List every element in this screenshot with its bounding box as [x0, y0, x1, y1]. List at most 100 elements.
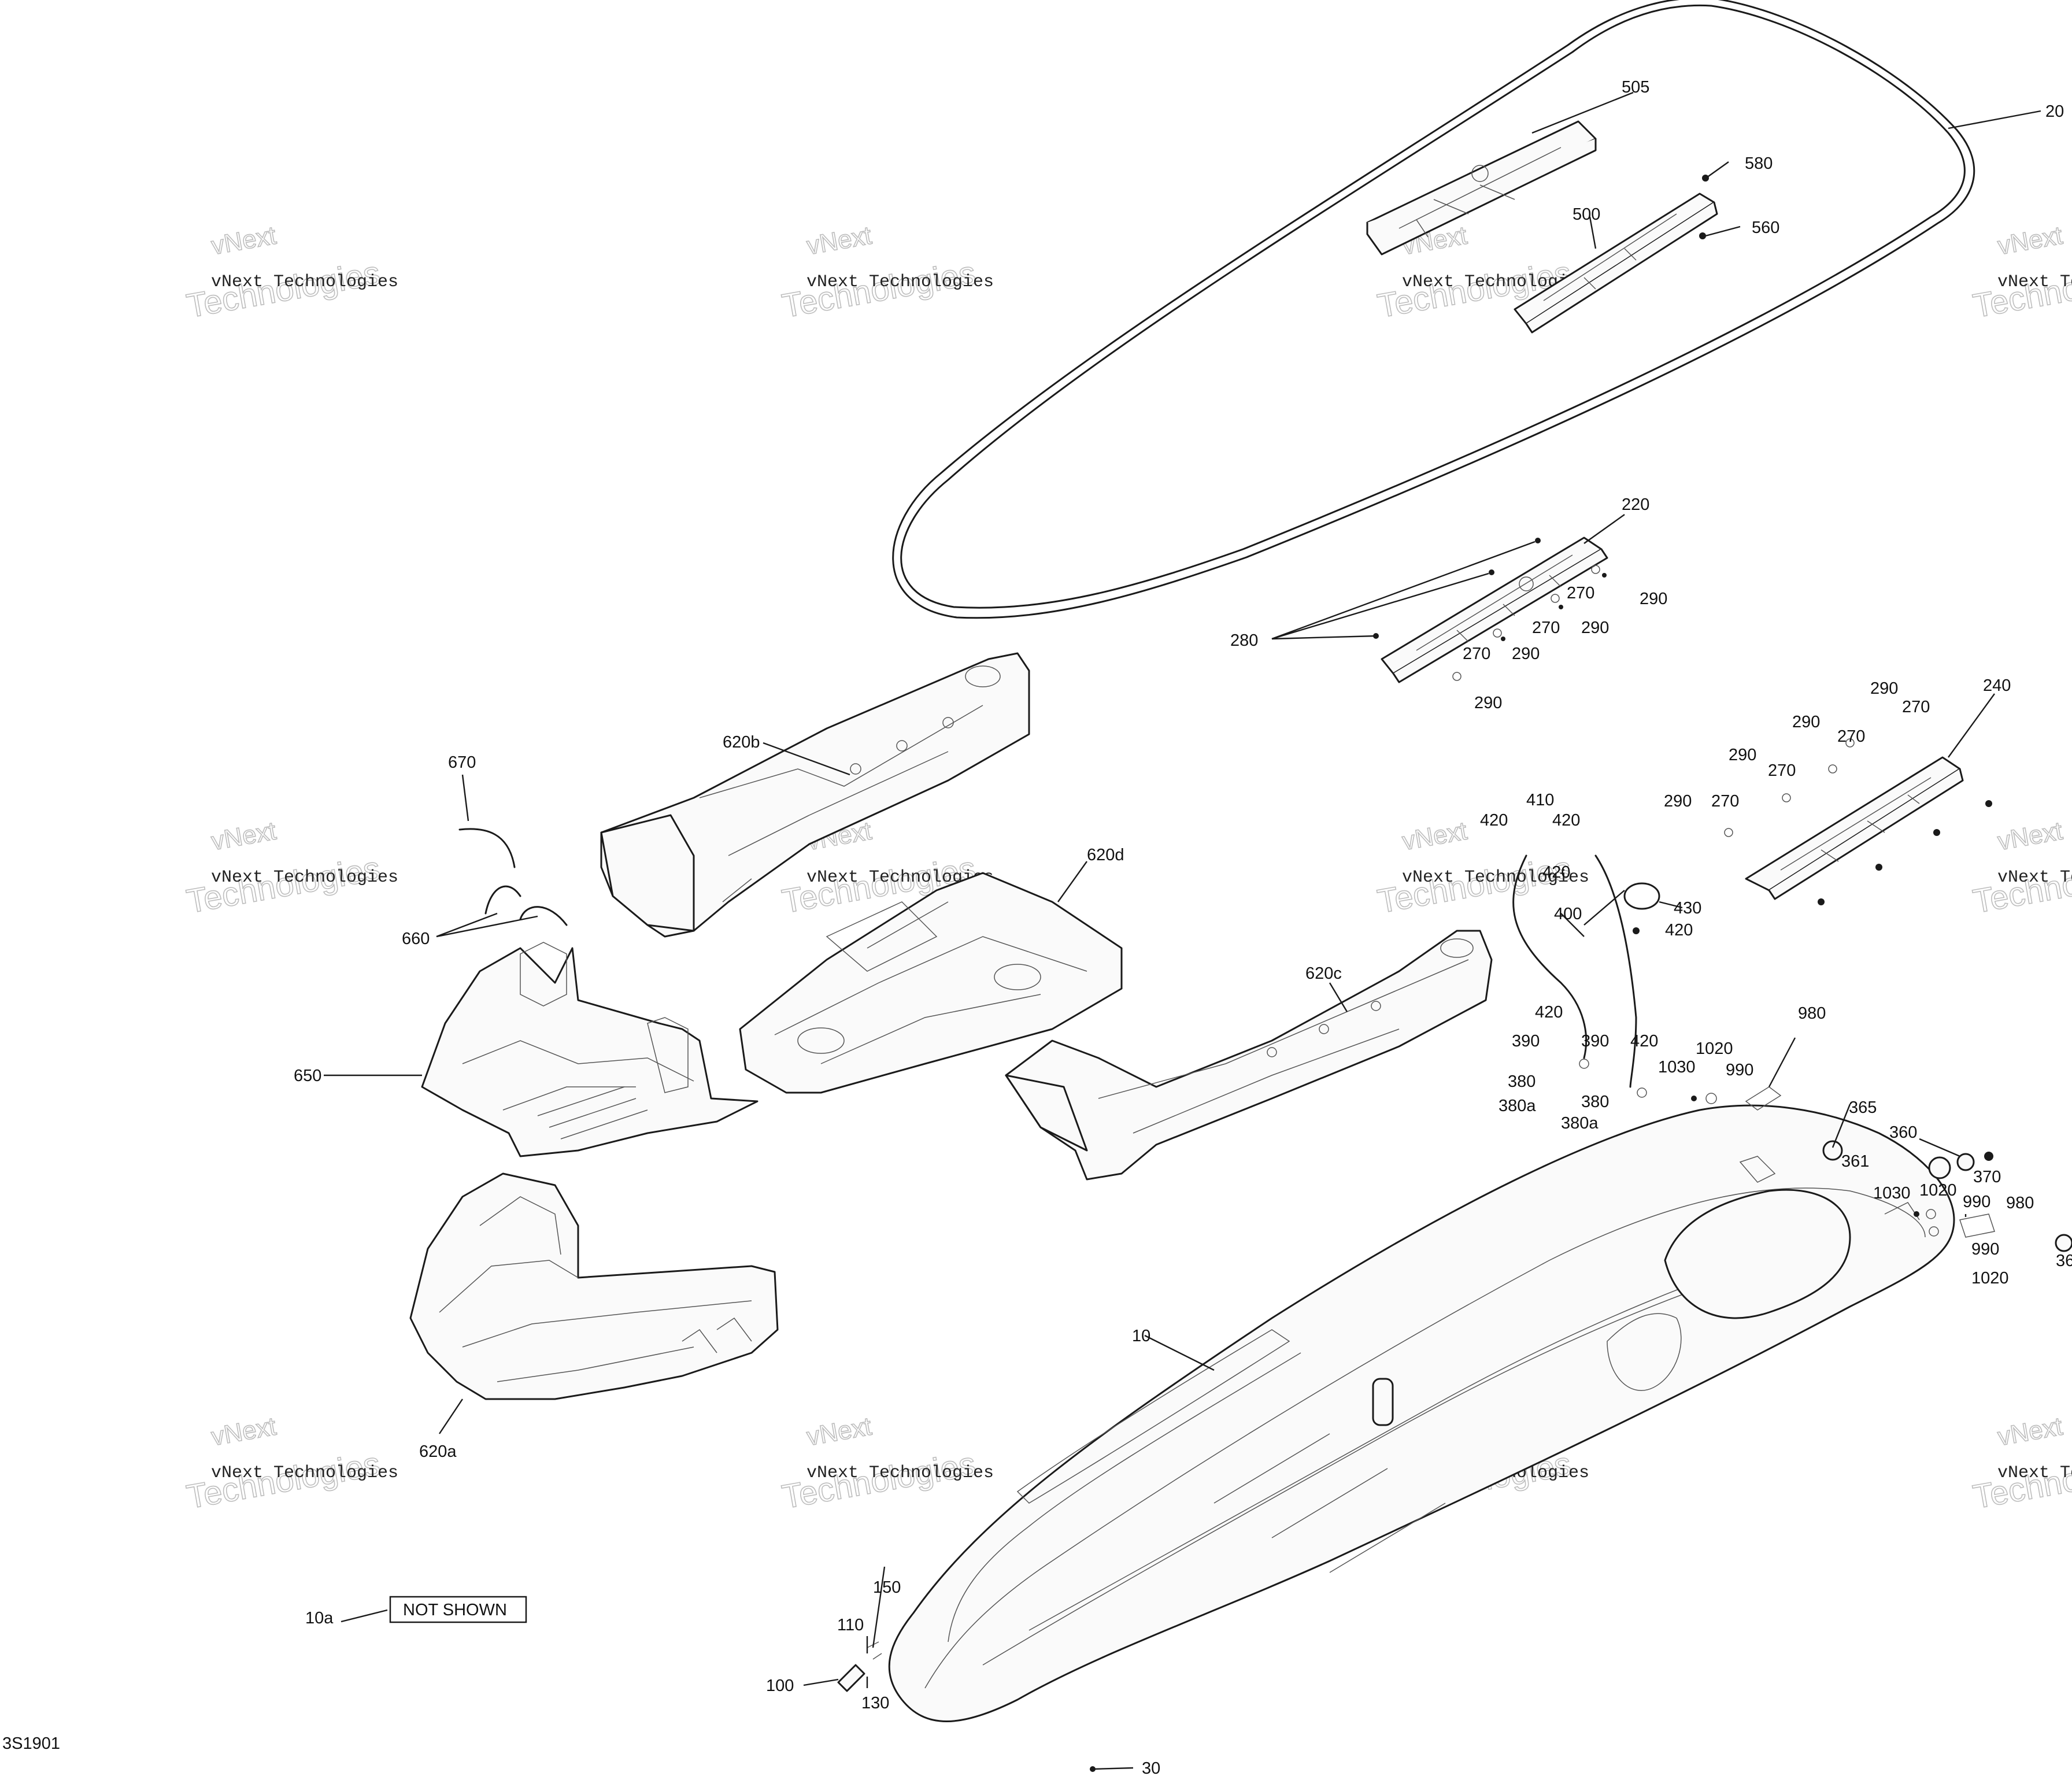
watermark-text: vNext Technologies — [806, 272, 994, 292]
callout-270: 270 — [1532, 619, 1560, 637]
callout-380a: 380a — [1498, 1097, 1536, 1115]
callout-430: 430 — [1674, 899, 1701, 917]
callout-505: 505 — [1622, 78, 1649, 97]
watermark-text: vNext — [1996, 1412, 2064, 1452]
callout-240: 240 — [1983, 676, 2011, 695]
callout-620d: 620d — [1087, 846, 1124, 864]
callout-620b: 620b — [723, 733, 760, 752]
callout-361: 361 — [1841, 1152, 1869, 1171]
part-580-screw[interactable] — [1702, 175, 1709, 182]
part-400-hose[interactable] — [1512, 854, 1637, 1088]
watermark-text: vNext — [209, 1412, 278, 1452]
callout-420: 420 — [1542, 863, 1570, 882]
callout-380: 380 — [1508, 1072, 1536, 1091]
callout-labels: 20 505 580 500 560 220 270 290 270 290 2… — [294, 78, 2072, 1776]
watermark-text: vNext — [1996, 221, 2064, 261]
callout-150: 150 — [873, 1578, 901, 1597]
callout-10a: 10a — [305, 1609, 334, 1627]
watermark-text: vNext Technologies — [211, 272, 398, 292]
callout-290: 290 — [1474, 694, 1502, 712]
part-430-ring[interactable] — [1623, 882, 1660, 910]
callout-1030: 1030 — [1873, 1184, 1911, 1202]
callout-1020: 1020 — [1696, 1039, 1733, 1058]
callout-30: 30 — [1142, 1759, 1160, 1776]
callout-580: 580 — [1745, 154, 1773, 173]
callout-36x: 36 — [2056, 1252, 2072, 1270]
callout-290: 290 — [1640, 590, 1667, 608]
part-560-screw[interactable] — [1699, 232, 1706, 239]
watermark-text: vNext — [209, 221, 278, 261]
watermark-text: vNext Technologies — [1997, 868, 2072, 887]
watermark-text: vNext — [805, 1412, 874, 1452]
part-10-hull[interactable] — [888, 1104, 1955, 1722]
callout-290: 290 — [1729, 746, 1756, 764]
callout-220: 220 — [1622, 495, 1649, 514]
callout-290: 290 — [1664, 792, 1692, 811]
watermark-text: vNext Technologies — [806, 1463, 994, 1483]
callout-990: 990 — [1963, 1193, 1990, 1211]
callout-660: 660 — [402, 930, 430, 948]
part-220-rail[interactable] — [1381, 536, 1608, 683]
callout-290: 290 — [1512, 645, 1540, 663]
watermark-text: vNext Technologies — [1997, 272, 2072, 292]
watermark-text: vNext Technologies — [211, 868, 398, 887]
callout-270: 270 — [1902, 698, 1930, 716]
part-505-rail[interactable] — [1366, 120, 1597, 256]
watermark-text: vNext — [1996, 817, 2064, 856]
watermark-text: vNext Technologies — [1997, 1463, 2072, 1483]
callout-620c: 620c — [1305, 964, 1342, 983]
callout-270: 270 — [1711, 792, 1739, 811]
callout-980: 980 — [1798, 1004, 1826, 1023]
callout-110: 110 — [837, 1616, 864, 1634]
callout-380: 380 — [1581, 1093, 1609, 1111]
watermark-text: vNext — [805, 221, 874, 261]
part-650-step-tray[interactable] — [421, 942, 758, 1157]
part-660-straps[interactable] — [484, 885, 568, 926]
callout-410: 410 — [1526, 791, 1554, 809]
callout-380a: 380a — [1561, 1114, 1599, 1133]
callout-360: 360 — [1889, 1123, 1917, 1142]
watermark-text: vNext Technologies — [1402, 868, 1589, 887]
callout-270: 270 — [1567, 584, 1594, 602]
part-620b-seat-section[interactable] — [600, 652, 1030, 938]
part-620c-seat-section[interactable] — [1005, 930, 1493, 1181]
callout-420: 420 — [1535, 1003, 1563, 1022]
callout-10: 10 — [1132, 1327, 1150, 1345]
part-670-handle[interactable] — [458, 828, 516, 868]
callout-670: 670 — [448, 753, 476, 772]
not-shown-box: NOT SHOWN — [389, 1596, 527, 1623]
callout-420: 420 — [1630, 1032, 1658, 1050]
callout-990: 990 — [1726, 1061, 1753, 1079]
callout-390: 390 — [1581, 1032, 1609, 1050]
part-240-rail[interactable] — [1745, 756, 1964, 900]
callout-990: 990 — [1971, 1240, 1999, 1259]
callout-620a: 620a — [419, 1442, 457, 1461]
callout-290: 290 — [1792, 713, 1820, 731]
callout-130: 130 — [861, 1694, 889, 1712]
part-500-rail[interactable] — [1514, 193, 1718, 334]
callout-270: 270 — [1768, 761, 1796, 780]
leader-lines — [324, 91, 2041, 1770]
watermark-text: vNext Technologies — [211, 1463, 398, 1483]
callout-365: 365 — [1849, 1098, 1877, 1117]
callout-420: 420 — [1665, 921, 1693, 939]
callout-980: 980 — [2006, 1194, 2034, 1212]
callout-390: 390 — [1512, 1032, 1540, 1050]
watermark-text: vNext — [209, 817, 278, 856]
callout-270: 270 — [1837, 727, 1865, 746]
callout-650: 650 — [294, 1067, 321, 1085]
callout-270: 270 — [1463, 645, 1490, 663]
callout-1020: 1020 — [1919, 1181, 1957, 1200]
callout-20: 20 — [2045, 102, 2064, 121]
part-20-seal-loop[interactable] — [892, 0, 1975, 619]
drawing-code: 3S1901 — [2, 1734, 60, 1753]
callout-290: 290 — [1870, 679, 1898, 698]
callout-1030: 1030 — [1658, 1058, 1696, 1076]
callout-420: 420 — [1552, 811, 1580, 830]
part-620d-seat-base[interactable] — [739, 872, 1123, 1094]
part-620a-front-console[interactable] — [409, 1172, 779, 1400]
callout-100: 100 — [766, 1677, 794, 1695]
callout-280: 280 — [1230, 631, 1258, 650]
watermark-text: vNext — [1400, 817, 1469, 856]
